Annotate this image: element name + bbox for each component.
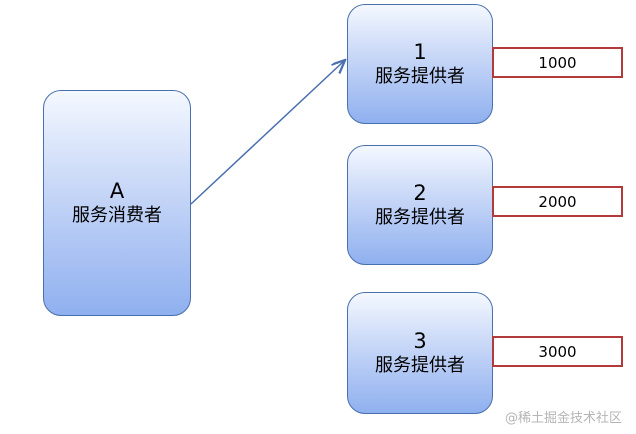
consumer-letter: A bbox=[109, 179, 125, 203]
provider-box-2: 2 服务提供者 bbox=[347, 145, 493, 265]
provider-number: 3 bbox=[413, 329, 427, 353]
provider-weight-1: 1000 bbox=[492, 47, 623, 78]
provider-number: 1 bbox=[413, 40, 427, 64]
watermark: @稀土掘金技术社区 bbox=[504, 411, 622, 426]
provider-weight-2: 2000 bbox=[492, 186, 623, 217]
provider-number: 2 bbox=[413, 181, 427, 205]
provider-box-1: 1 服务提供者 bbox=[347, 4, 493, 124]
provider-box-3: 3 服务提供者 bbox=[347, 292, 493, 414]
provider-label: 服务提供者 bbox=[375, 66, 465, 87]
provider-weight-3: 3000 bbox=[492, 336, 623, 367]
request-arrow bbox=[190, 61, 344, 205]
provider-label: 服务提供者 bbox=[375, 355, 465, 376]
consumer-label: 服务消费者 bbox=[72, 205, 162, 226]
provider-label: 服务提供者 bbox=[375, 207, 465, 228]
consumer-box: A 服务消费者 bbox=[43, 90, 191, 316]
